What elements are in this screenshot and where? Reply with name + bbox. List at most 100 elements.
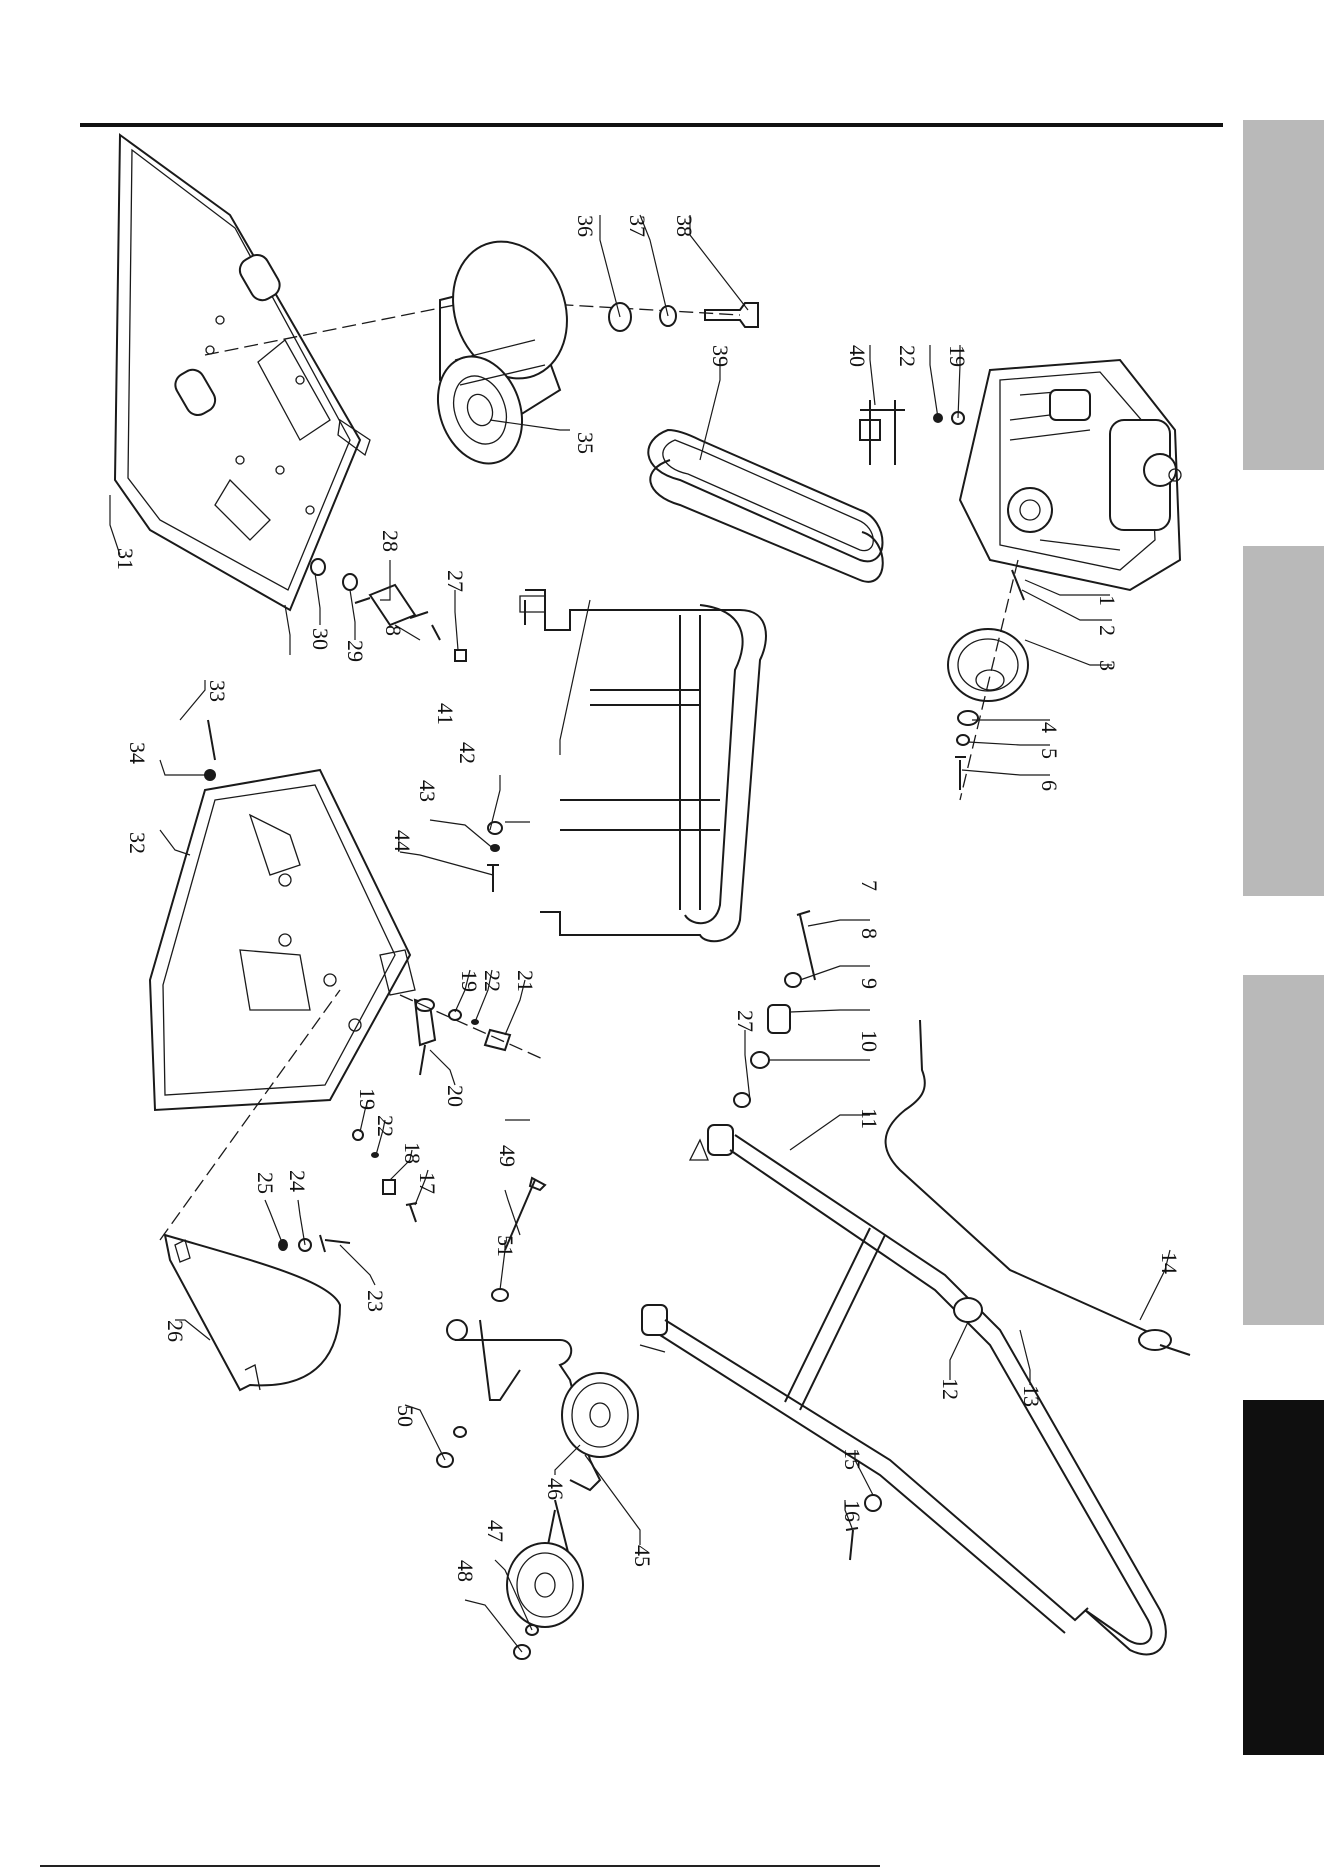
callout-10: 10 <box>857 1030 882 1052</box>
callout-14: 14 <box>1157 1252 1182 1274</box>
clutch-drum-part-35 <box>424 225 586 475</box>
callout-47: 47 <box>483 1520 508 1542</box>
handle-frame-part-11-13 <box>640 1125 1166 1654</box>
callout-13: 13 <box>1019 1385 1044 1407</box>
callout-22-top: 22 <box>895 345 920 367</box>
washer-part-51-b <box>454 1427 466 1437</box>
callout-22-mid: 22 <box>480 970 505 992</box>
callout-23: 23 <box>363 1290 388 1312</box>
callout-8-upper: 8 <box>381 625 406 636</box>
callout-19-mid: 19 <box>457 970 482 992</box>
callout-27-lower: 27 <box>733 1010 758 1032</box>
washer-part-10 <box>751 1052 769 1068</box>
callout-40: 40 <box>845 345 870 367</box>
belt-cover-part-26 <box>165 1235 340 1390</box>
drive-pulley-part-3 <box>948 629 1028 701</box>
bolt-part-16 <box>846 1528 858 1560</box>
bolt-part-44 <box>487 865 499 892</box>
callout-16: 16 <box>840 1500 865 1522</box>
bolt-part-23 <box>320 1235 350 1252</box>
callout-45: 45 <box>630 1545 655 1567</box>
callout-3: 3 <box>1095 660 1120 671</box>
callout-8: 8 <box>857 928 882 939</box>
callout-labels: 1 2 3 4 5 6 7 8 9 10 11 12 13 14 15 16 1… <box>113 215 1182 1582</box>
callout-48: 48 <box>453 1560 478 1582</box>
callout-11: 11 <box>857 1108 882 1129</box>
bolt-part-33 <box>208 720 215 760</box>
throttle-cable-part-14 <box>886 1020 1155 1335</box>
tension-axis-line <box>400 995 545 1060</box>
callout-7: 7 <box>857 880 882 891</box>
callout-27-upper: 27 <box>443 570 468 592</box>
callout-21: 21 <box>513 970 538 992</box>
callout-37: 37 <box>625 215 650 237</box>
callout-9: 9 <box>857 978 882 989</box>
washer-part-4 <box>958 711 978 725</box>
v-belt-part-39 <box>648 430 882 582</box>
washer-part-29 <box>343 574 357 590</box>
callout-29: 29 <box>343 640 368 662</box>
bolt-part-6 <box>955 757 966 790</box>
callout-36: 36 <box>573 215 598 237</box>
key-part-2 <box>1012 570 1024 600</box>
nut-part-30 <box>311 559 325 575</box>
callout-19-low: 19 <box>355 1088 380 1110</box>
nut-part-15 <box>865 1495 881 1511</box>
nut-part-34 <box>204 769 216 781</box>
callout-4: 4 <box>1037 722 1062 733</box>
nut-part-27-upper <box>455 650 466 661</box>
wheel-part-46-upper <box>562 1373 638 1457</box>
callout-2: 2 <box>1095 625 1120 636</box>
callout-24: 24 <box>285 1170 310 1192</box>
bolt-part-7 <box>797 911 815 980</box>
callout-34: 34 <box>125 742 150 764</box>
callout-46: 46 <box>543 1478 568 1500</box>
callout-41: 41 <box>433 703 458 725</box>
washer-part-51 <box>492 1289 508 1301</box>
lockwasher-part-22-low <box>371 1152 379 1158</box>
callout-22-low: 22 <box>373 1115 398 1137</box>
engine-part-1 <box>960 360 1181 590</box>
washer-part-8 <box>785 973 801 987</box>
nut-part-18 <box>383 1180 395 1194</box>
frame-part-41 <box>505 590 766 1120</box>
callout-49: 49 <box>495 1145 520 1167</box>
callout-39: 39 <box>708 345 733 367</box>
callout-12: 12 <box>938 1378 963 1400</box>
callout-44: 44 <box>390 830 415 852</box>
wheel-part-46-lower <box>507 1543 583 1627</box>
callout-1: 1 <box>1095 595 1120 606</box>
nut-part-27-lower <box>734 1093 750 1107</box>
callout-5: 5 <box>1037 748 1062 759</box>
spacer-part-9 <box>768 1005 790 1033</box>
handle-knob-part-12 <box>954 1298 982 1322</box>
lockwasher-part-43 <box>490 844 500 852</box>
base-plate-part-31 <box>115 135 370 610</box>
belt-guard-part-32 <box>150 770 415 1110</box>
callout-38: 38 <box>672 215 697 237</box>
callout-28: 28 <box>378 530 403 552</box>
bolt-part-17 <box>406 1203 417 1222</box>
callout-18: 18 <box>400 1142 425 1164</box>
washer-part-19-low <box>353 1130 363 1140</box>
callout-leader-lines <box>110 215 1170 1652</box>
rubber-mount-part-28 <box>355 585 428 625</box>
lockwasher-part-5 <box>957 735 969 745</box>
callout-43: 43 <box>415 780 440 802</box>
callout-50: 50 <box>393 1405 418 1427</box>
callout-42: 42 <box>455 742 480 764</box>
callout-31: 31 <box>113 548 138 570</box>
callout-26: 26 <box>163 1320 188 1342</box>
tension-bolt-part-20 <box>415 999 435 1075</box>
callout-20: 20 <box>443 1085 468 1107</box>
cover-axis-line <box>160 990 340 1240</box>
callout-19-top: 19 <box>945 345 970 367</box>
callout-51: 51 <box>493 1235 518 1257</box>
callout-32: 32 <box>125 832 150 854</box>
callout-30: 30 <box>308 628 333 650</box>
washer-part-8-upper <box>432 625 440 640</box>
callout-6: 6 <box>1037 780 1062 791</box>
callout-35: 35 <box>573 432 598 454</box>
engine-bracket-part-40 <box>860 400 905 465</box>
callout-25: 25 <box>253 1172 278 1194</box>
